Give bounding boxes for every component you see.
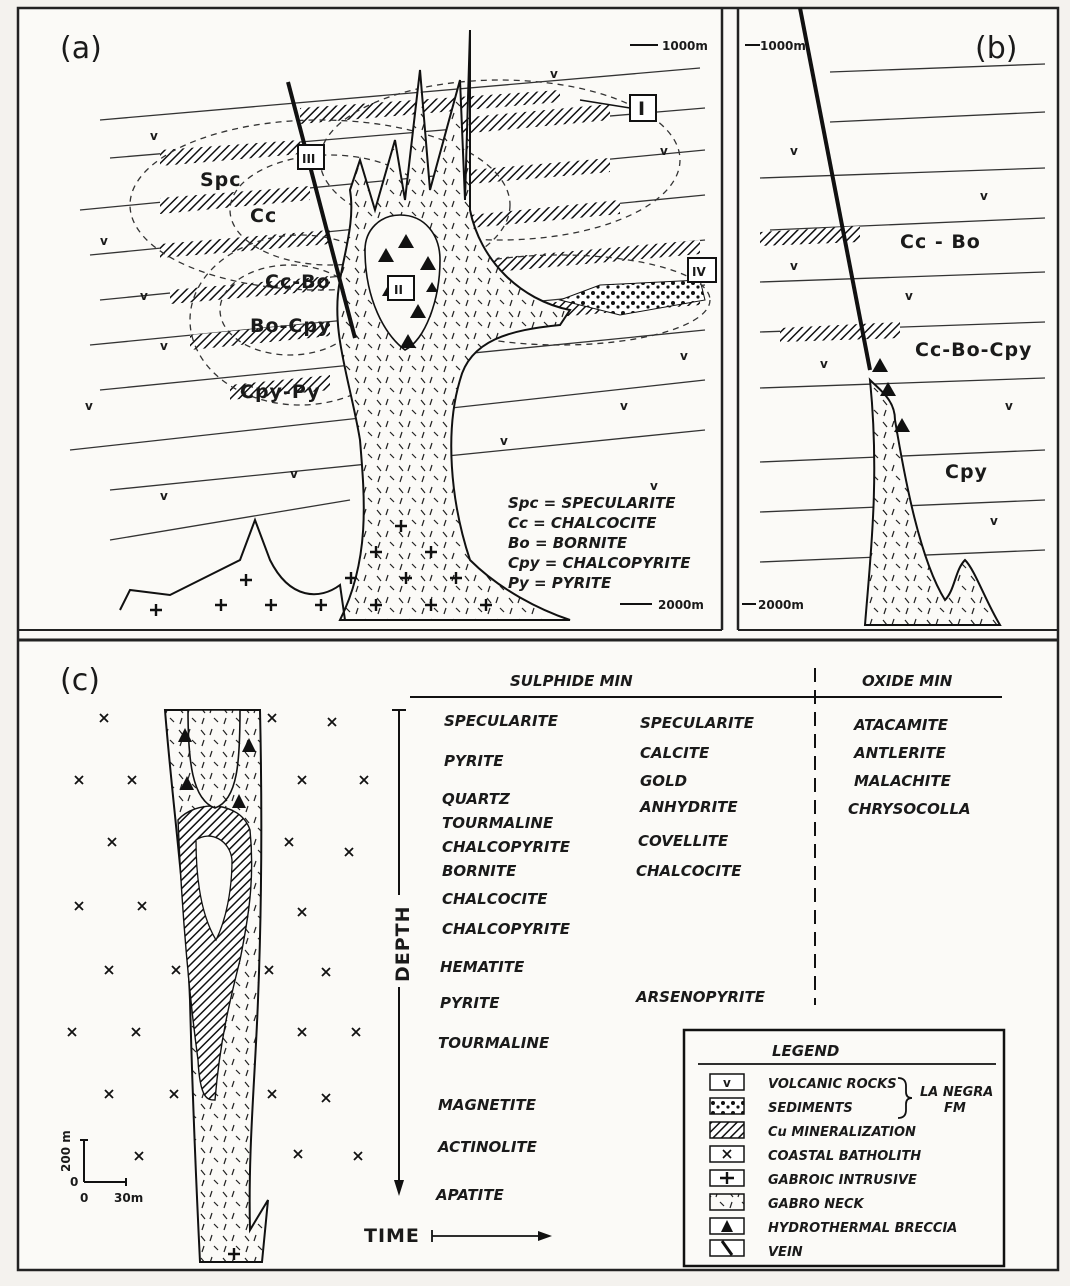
scale-zero-label: 0: [70, 1175, 78, 1189]
col2-item: SPECULARITE: [640, 714, 755, 732]
svg-text:v: v: [85, 399, 93, 413]
legend-swatch-gabro-neck: [710, 1194, 744, 1210]
svg-text:v: v: [990, 514, 998, 528]
svg-text:v: v: [500, 434, 508, 448]
col2-item: CHALCOCITE: [636, 862, 742, 880]
col3-item: ATACAMITE: [853, 716, 949, 734]
zone-label-cc: Cc: [250, 205, 277, 227]
zone-label-b-cc-bo-cpy: Cc-Bo-Cpy: [915, 339, 1032, 361]
col1-item: TOURMALINE: [442, 814, 554, 832]
svg-text:v: v: [980, 189, 988, 203]
depth-top-b: 1000m: [760, 39, 806, 53]
depth-label: DEPTH: [392, 905, 414, 982]
svg-text:v: v: [150, 129, 158, 143]
time-label: TIME: [364, 1225, 420, 1247]
callout-iv: IV: [692, 265, 706, 279]
legend: LEGEND v VOLCANIC ROCKS SEDIMENTS Cu MIN…: [684, 1030, 1004, 1266]
svg-text:v: v: [100, 234, 108, 248]
scale-horizontal-label: 30m: [114, 1191, 143, 1205]
svg-text:v: v: [820, 357, 828, 371]
abbrev-cc: Cc = CHALCOCITE: [508, 514, 657, 532]
svg-text:v: v: [905, 289, 913, 303]
legend-item: HYDROTHERMAL BRECCIA: [768, 1221, 957, 1236]
col1-item: MAGNETITE: [438, 1096, 537, 1114]
sulphide-header: SULPHIDE MIN: [510, 672, 633, 690]
zone-label-spc: Spc: [200, 169, 242, 191]
legend-item: Cu MINERALIZATION: [768, 1125, 916, 1140]
legend-item: GABROIC INTRUSIVE: [768, 1173, 917, 1188]
svg-text:v: v: [1005, 399, 1013, 413]
legend-item: VEIN: [768, 1245, 803, 1260]
abbrev-py: Py = PYRITE: [508, 574, 612, 592]
legend-item: GABRO NECK: [768, 1197, 865, 1212]
panel-c-label: (c): [60, 663, 100, 698]
col3-item: CHRYSOCOLLA: [848, 800, 971, 818]
legend-item: SEDIMENTS: [768, 1101, 853, 1116]
panel-a-label: (a): [60, 31, 102, 66]
col1-item: CHALCOCITE: [442, 890, 548, 908]
depth-bottom-b: 2000m: [758, 598, 804, 612]
svg-text:v: v: [550, 67, 558, 81]
svg-text:v: v: [790, 259, 798, 273]
col1-item: HEMATITE: [440, 958, 525, 976]
col1-item: CHALCOPYRITE: [442, 920, 571, 938]
col2-item: GOLD: [640, 772, 687, 790]
zone-label-b-cpy: Cpy: [945, 461, 988, 483]
col1-item: ACTINOLITE: [437, 1138, 538, 1156]
col1-item: SPECULARITE: [444, 712, 559, 730]
legend-item: VOLCANIC ROCKS: [768, 1077, 897, 1092]
col1-item: BORNITE: [442, 862, 517, 880]
svg-text:v: v: [650, 479, 658, 493]
callout-iii: III: [302, 152, 315, 166]
legend-formation-line1: LA NEGRA: [920, 1085, 993, 1100]
col1-item: QUARTZ: [442, 790, 511, 808]
oxide-header: OXIDE MIN: [862, 672, 953, 690]
svg-text:v: v: [140, 289, 148, 303]
col3-item: MALACHITE: [854, 772, 952, 790]
col2-item: ANHYDRITE: [639, 798, 738, 816]
svg-text:v: v: [160, 489, 168, 503]
scale-vertical-label: 200 m: [59, 1130, 73, 1172]
zone-label-bo-cpy: Bo-Cpy: [250, 315, 331, 337]
legend-formation-line2: FM: [944, 1101, 966, 1116]
legend-title: LEGEND: [772, 1042, 839, 1060]
col1-item: TOURMALINE: [438, 1034, 550, 1052]
panel-b-label: (b): [975, 31, 1017, 66]
depth-top-a: 1000m: [662, 39, 708, 53]
svg-text:v: v: [620, 399, 628, 413]
col2-item: COVELLITE: [638, 832, 729, 850]
callout-i: I: [638, 98, 646, 120]
depth-bottom-a: 2000m: [658, 598, 704, 612]
col2-item: ARSENOPYRITE: [635, 988, 766, 1006]
col1-item: PYRITE: [444, 752, 504, 770]
col3-item: ANTLERITE: [853, 744, 947, 762]
col1-item: PYRITE: [440, 994, 500, 1012]
abbrev-cpy: Cpy = CHALCOPYRITE: [508, 554, 691, 572]
legend-swatch-sediments: [710, 1098, 744, 1114]
legend-swatch-volcanic-mark: v: [723, 1076, 731, 1090]
col1-item: APATITE: [435, 1186, 504, 1204]
svg-text:v: v: [680, 349, 688, 363]
col1-item: CHALCOPYRITE: [442, 838, 571, 856]
callout-ii: II: [394, 283, 403, 297]
abbrev-spc: Spc = SPECULARITE: [508, 494, 676, 512]
svg-text:v: v: [660, 144, 668, 158]
zone-label-cpy-py: Cpy-Py: [240, 381, 320, 403]
zone-label-cc-bo: Cc-Bo: [265, 271, 331, 293]
svg-text:v: v: [160, 339, 168, 353]
svg-text:v: v: [290, 467, 298, 481]
svg-text:v: v: [790, 144, 798, 158]
legend-item: COASTAL BATHOLITH: [768, 1149, 921, 1164]
col2-item: CALCITE: [640, 744, 710, 762]
legend-swatch-cu: [710, 1122, 744, 1138]
zone-label-b-cc-bo: Cc - Bo: [900, 231, 981, 253]
scale-zero-label-x: 0: [80, 1191, 88, 1205]
abbrev-bo: Bo = BORNITE: [508, 534, 628, 552]
